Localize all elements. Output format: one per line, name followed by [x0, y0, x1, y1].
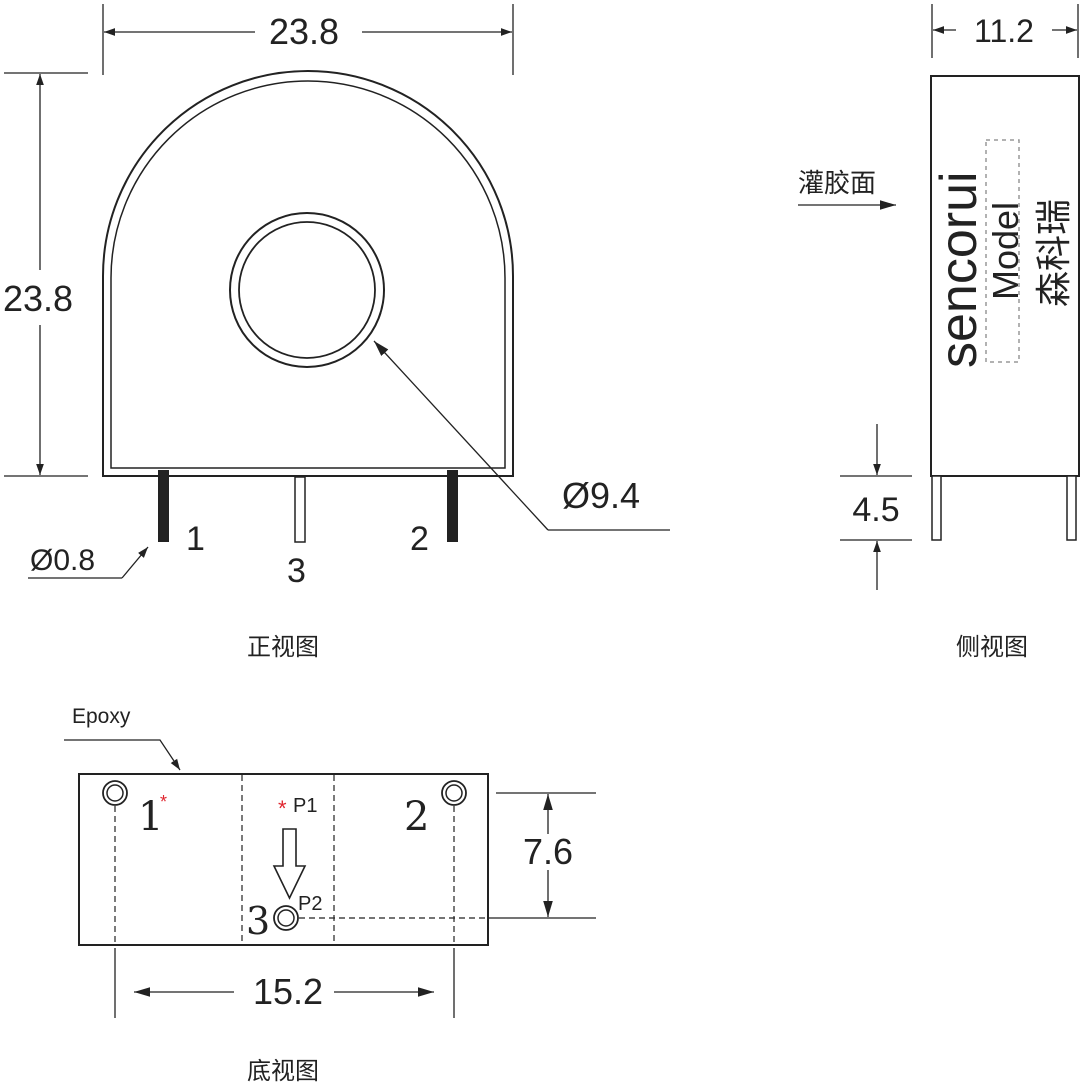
center-hole-outer [229, 212, 385, 368]
model-label-box [985, 139, 1020, 363]
brand-text: sencorui [930, 171, 988, 368]
pin-length-dim-label: 4.5 [852, 491, 899, 529]
bottom-pin-1-inner [106, 784, 124, 802]
bottom-pin-3-label: 3 [246, 899, 270, 943]
p1-label: P1 [293, 795, 317, 817]
front-pin-1-label: 1 [186, 520, 205, 558]
front-pin-3 [294, 476, 306, 543]
front-pin-3-label: 3 [287, 552, 306, 590]
bottom-pin-3-inner [277, 909, 295, 927]
current-direction-arrow [272, 828, 307, 900]
thickness-dim-label: 11.2 [974, 13, 1034, 49]
height-dim-label: 23.8 [3, 278, 73, 319]
front-body-inner [110, 80, 506, 469]
front-pin-2-label: 2 [410, 520, 429, 558]
p2-label: P2 [298, 893, 322, 915]
front-view-caption: 正视图 [247, 633, 319, 661]
bottom-view: Epoxy 1 * 2 3 * P1 P2 15.2 [64, 705, 596, 1084]
center-hole-inner [238, 221, 376, 359]
model-text: Model [985, 202, 1026, 300]
side-pin-left [931, 475, 942, 541]
bottom-pin-1-star: * [160, 792, 167, 812]
depth-dim-label: 7.6 [523, 831, 573, 872]
pin-leader [121, 546, 149, 579]
width-dim-label: 23.8 [269, 11, 339, 52]
side-body [930, 75, 1080, 477]
epoxy-label: Epoxy [72, 705, 131, 728]
spacing-dim-label: 15.2 [253, 971, 323, 1012]
front-pin-1 [158, 470, 169, 542]
pin-dim-label: Ø0.8 [30, 544, 95, 577]
front-view: 1 2 3 23.8 23.8 Ø9.4 Ø0.8 正视图 [3, 4, 670, 661]
side-pin-right [1066, 475, 1077, 541]
side-view-caption: 侧视图 [956, 633, 1028, 661]
bottom-pin-1-label: 1 [138, 794, 163, 840]
hole-dim-label: Ø9.4 [562, 475, 640, 516]
side-view: sencorui Model 森科瑞 11.2 灌胶面 4.5 侧视图 [798, 4, 1080, 661]
brand-cn-text: 森科瑞 [1034, 199, 1075, 307]
bottom-pin-2-inner [445, 784, 463, 802]
front-body-outer [102, 70, 514, 477]
bottom-pin-2-outer [441, 780, 467, 806]
bottom-pin-3-outer [273, 905, 299, 931]
epoxy-pointer [64, 739, 181, 771]
bottom-view-caption: 底视图 [247, 1057, 319, 1084]
potting-face-label: 灌胶面 [798, 169, 876, 199]
bottom-pin-2-label: 2 [404, 794, 429, 840]
p1-star: * [278, 796, 287, 821]
hole-leader [373, 340, 549, 531]
front-pin-2 [447, 470, 458, 542]
bottom-pin-1-outer [102, 780, 128, 806]
